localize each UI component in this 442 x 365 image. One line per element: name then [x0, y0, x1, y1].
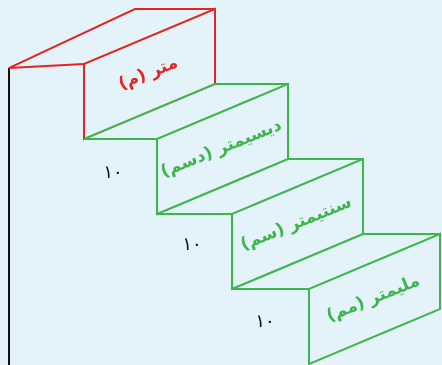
step-millimeter-front-face [308, 232, 441, 365]
step-centimeter: سنتیمتر (سم) [156, 157, 364, 291]
ratio-label-1: ۱۰ [103, 162, 122, 183]
ratio-label-3: ۱۰ [255, 311, 274, 332]
step-millimeter: ملیمتر (مم) [231, 232, 441, 365]
ratio-label-2: ۱۰ [182, 234, 201, 255]
step-meter: متر (م) [8, 7, 216, 141]
